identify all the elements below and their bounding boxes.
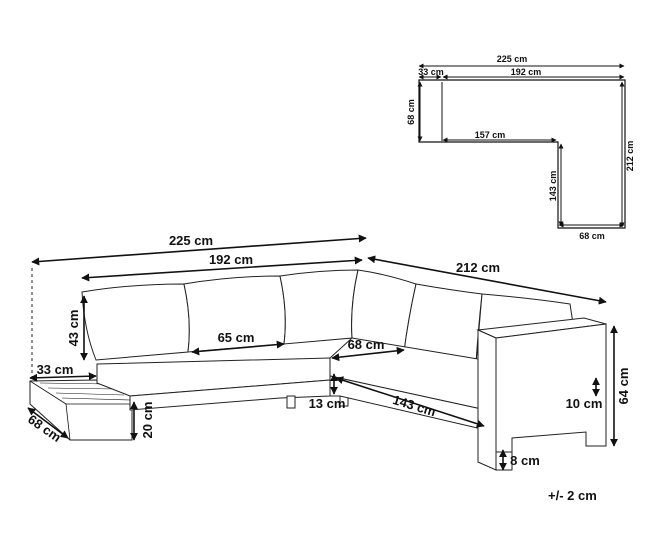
overall-width-label: 225 cm <box>169 233 213 248</box>
back-cushion-3 <box>279 269 359 345</box>
seat-depth-label: 65 cm <box>218 330 255 345</box>
table-depth-arrow <box>27 407 69 439</box>
plan-overall-width-label: 225 cm <box>497 54 528 64</box>
back-length-arrow <box>81 256 363 282</box>
tolerance-note: +/- 2 cm <box>548 488 597 503</box>
seat-height-label: 20 cm <box>140 402 155 439</box>
leg-gap-label: 13 cm <box>309 396 346 411</box>
right-length-label: 212 cm <box>456 260 500 275</box>
corner-depth-label: 68 cm <box>348 337 385 352</box>
table-width-label: 33 cm <box>37 362 74 377</box>
plan-left-section-label: 33 cm <box>418 67 444 77</box>
right-length-arrow <box>367 255 607 305</box>
plan-left-depth-label: 68 cm <box>406 99 416 125</box>
plan-right-inner-label: 143 cm <box>548 171 558 202</box>
back-length-label: 192 cm <box>209 252 253 267</box>
plan-overall-depth-label: 212 cm <box>625 141 635 172</box>
corner-depth-arrow <box>331 346 405 362</box>
plan-back-section-label: 192 cm <box>511 67 542 77</box>
arm-height-label: 10 cm <box>566 396 603 411</box>
plan-view: 225 cm 33 cm 192 cm 68 cm 157 cm 212 cm … <box>406 54 635 241</box>
leg-height-label: 8 cm <box>510 453 540 468</box>
back-height-label: 43 cm <box>66 310 81 347</box>
plan-inner-length-label: 157 cm <box>475 130 506 140</box>
mid-leg <box>286 395 296 409</box>
table-width-arrow <box>29 372 97 382</box>
plan-outline <box>418 79 626 229</box>
total-height-label: 64 cm <box>616 368 631 405</box>
sofa-illustration <box>29 268 607 471</box>
plan-right-depth-label: 68 cm <box>579 231 605 241</box>
chaise-length-arrow <box>335 376 485 428</box>
seat-depth-arrow <box>191 340 285 356</box>
armrest-front <box>477 329 497 471</box>
back-cushion-1 <box>81 283 190 361</box>
